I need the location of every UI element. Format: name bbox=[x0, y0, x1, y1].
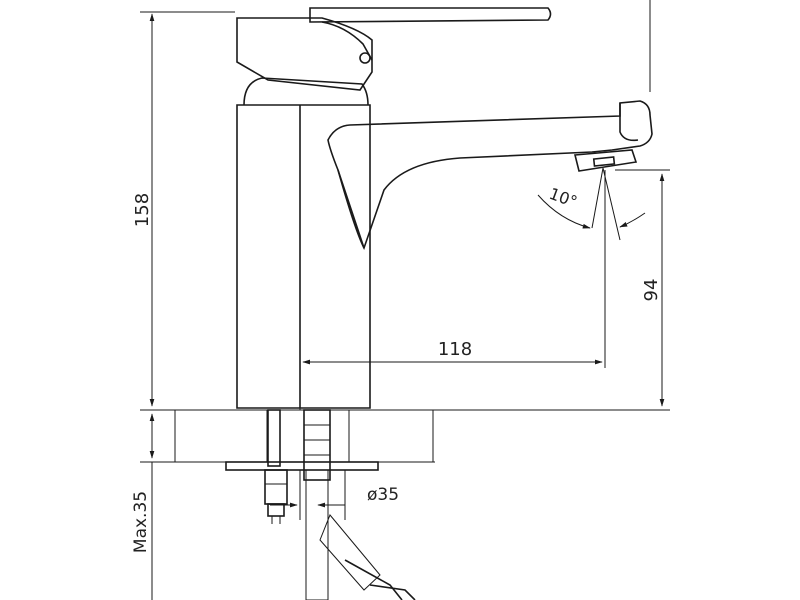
supply-hose bbox=[303, 409, 416, 600]
dimension-diameter-35: ø35 bbox=[270, 470, 399, 520]
label-158: 158 bbox=[132, 193, 153, 227]
dimension-angle-10: 10° bbox=[537, 167, 646, 241]
dimension-outlet-94: 94 bbox=[430, 169, 670, 411]
dimension-height-158: 158 bbox=[132, 11, 235, 411]
mounting-plate bbox=[225, 461, 379, 471]
label-10-degrees: 10° bbox=[547, 184, 580, 212]
label-118: 118 bbox=[438, 339, 472, 360]
countertop-section bbox=[170, 409, 435, 463]
label-diameter-35: ø35 bbox=[367, 485, 399, 505]
faucet-body bbox=[236, 77, 371, 409]
spout bbox=[327, 100, 653, 251]
dimension-max-35: Max.35 bbox=[131, 413, 175, 600]
label-94: 94 bbox=[641, 279, 662, 302]
threaded-rod bbox=[264, 409, 288, 524]
lever-handle bbox=[236, 7, 552, 91]
label-max-35: Max.35 bbox=[131, 491, 151, 553]
dimension-reach-118: 118 bbox=[299, 170, 606, 410]
